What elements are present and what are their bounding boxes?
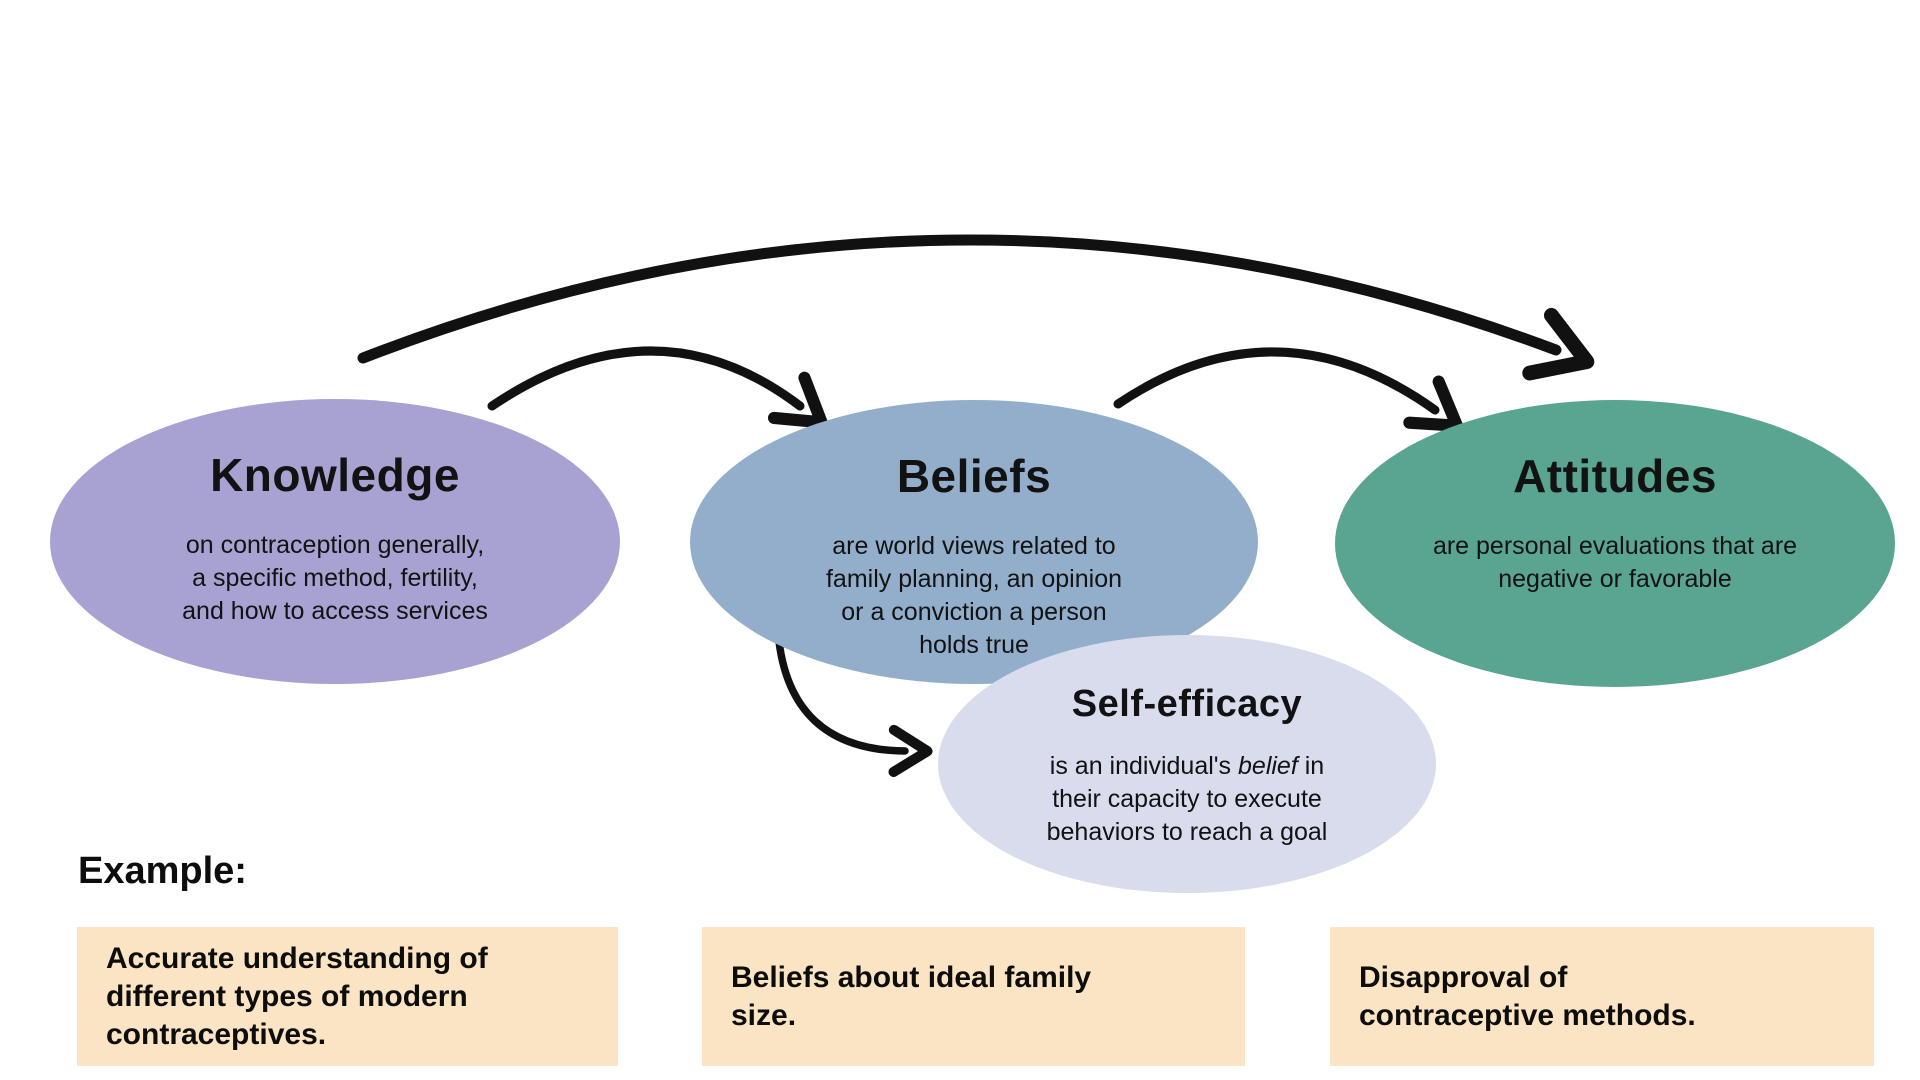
knowledge-title: Knowledge [210,449,460,501]
example-text-attitudes: Disapproval of contraceptive methods. [1359,960,1696,1032]
attitudes-ellipse: Attitudes are personal evaluations that … [1335,400,1895,687]
self-efficacy-description-italic-word: belief [1238,752,1298,780]
beliefs-ellipse: Beliefs are world views related to famil… [690,400,1258,684]
beliefs-description: are world views related to family planni… [825,532,1123,659]
self-efficacy-ellipse: Self-efficacy is an individual's belief … [938,635,1436,893]
self-efficacy-description: is an individual's belief in their capac… [1047,750,1328,849]
example-text-knowledge: Accurate understanding of different type… [106,941,488,1051]
example-box-knowledge: Accurate understanding of different type… [77,927,618,1066]
attitudes-description: are personal evaluations that are negati… [1432,532,1798,593]
self-efficacy-description-suffix: in their capacity to execute behaviors t… [1046,752,1328,846]
arrow-knowledge-to-beliefs [487,346,828,429]
attitudes-title: Attitudes [1513,450,1717,502]
example-label: Example: [78,850,247,892]
example-box-attitudes: Disapproval of contraceptive methods. [1330,927,1874,1066]
example-text-beliefs: Beliefs about ideal family size. [731,960,1092,1032]
arrow-knowledge-to-attitudes [357,234,1595,381]
arrow-beliefs-to-attitudes [1113,347,1464,432]
example-box-beliefs: Beliefs about ideal family size. [702,927,1245,1066]
beliefs-title: Beliefs [896,450,1052,502]
knowledge-description: on contraception generally, a specific m… [182,531,488,625]
self-efficacy-description-prefix: is an individual's [1049,752,1239,780]
self-efficacy-title: Self-efficacy [1071,683,1303,725]
knowledge-ellipse: Knowledge on contraception generally, a … [50,399,620,684]
